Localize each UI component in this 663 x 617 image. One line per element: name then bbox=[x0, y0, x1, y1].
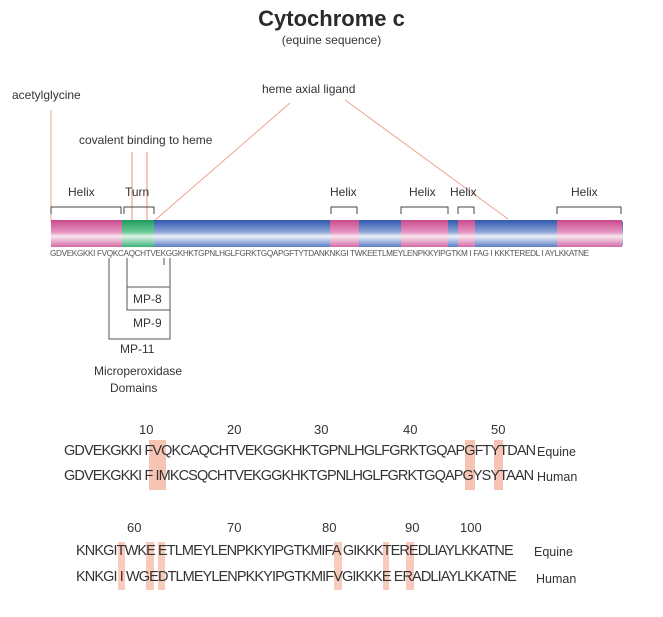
acetylglycine-label: acetylglycine bbox=[12, 88, 81, 102]
diff-highlight-A bbox=[334, 542, 342, 590]
helix-label-2: Helix bbox=[330, 185, 357, 199]
diff-highlight-VQ bbox=[149, 440, 166, 490]
bar-helix-5 bbox=[557, 220, 622, 247]
heme-ligand-leader-right bbox=[344, 99, 509, 220]
equine-sequence-row: GDVEKGKKI FVQKCAQCHTVEKGGKHKTGPNLHGLFGRK… bbox=[64, 443, 536, 459]
equine-sequence-row: KNKGITWKE ETLMEYLENPKKYIPGTKMIFA GIKKKTE… bbox=[76, 543, 514, 559]
residue-number: 20 bbox=[227, 422, 242, 437]
helix-label-3: Helix bbox=[409, 185, 436, 199]
microperoxidase-caption-line1: Microperoxidase bbox=[94, 364, 183, 378]
helix-label-1: Helix bbox=[68, 185, 95, 199]
bar-helix-4 bbox=[458, 220, 475, 247]
human-sequence-row: KNKGI I WGEDTLMEYLENPKKYIPGTKMIFVGIKKKE … bbox=[76, 569, 517, 585]
mp9-box bbox=[126, 258, 170, 311]
residue-number: 80 bbox=[322, 520, 337, 535]
residue-number: 60 bbox=[127, 520, 142, 535]
diagram-title: Cytochrome c bbox=[258, 6, 405, 31]
diff-highlight-T bbox=[118, 542, 125, 590]
residue-number: 30 bbox=[314, 422, 329, 437]
diff-highlight-T2 bbox=[383, 542, 389, 590]
residue-number: 90 bbox=[405, 520, 420, 535]
residue-number: 50 bbox=[491, 422, 506, 437]
residue-number: 10 bbox=[139, 422, 154, 437]
heme-axial-ligand-label: heme axial ligand bbox=[262, 82, 356, 96]
helix-bracket-4 bbox=[457, 206, 475, 214]
residue-number: 40 bbox=[403, 422, 418, 437]
difference-highlights-block2 bbox=[118, 542, 414, 590]
helix-bracket-3 bbox=[400, 206, 449, 214]
diff-highlight-E2 bbox=[406, 542, 414, 590]
diff-highlight-F-T bbox=[465, 440, 475, 490]
bar-turn bbox=[122, 220, 154, 247]
helix-bracket-5 bbox=[556, 206, 622, 214]
mp9-label: MP-9 bbox=[133, 316, 162, 330]
microperoxidase-caption-line2: Domains bbox=[110, 381, 158, 395]
turn-bracket bbox=[123, 206, 155, 214]
diff-highlight-D bbox=[494, 440, 503, 490]
equine-label: Equine bbox=[537, 445, 576, 459]
mp11-label: MP-11 bbox=[120, 342, 155, 356]
human-label: Human bbox=[536, 572, 577, 586]
mp8-label: MP-8 bbox=[133, 292, 162, 306]
covalent-binding-label: covalent binding to heme bbox=[79, 133, 213, 147]
bar-helix-2 bbox=[330, 220, 359, 247]
human-label: Human bbox=[537, 470, 578, 484]
microperoxidase-domains bbox=[108, 258, 171, 340]
bar-helix-1 bbox=[51, 220, 122, 247]
diagram-subtitle: (equine sequence) bbox=[281, 33, 382, 47]
diff-highlight-E bbox=[158, 542, 165, 590]
human-sequence-row: GDVEKGKKI F IMKCSQCHTVEKGGKHKTGPNLHGLFGR… bbox=[64, 468, 534, 484]
heme-ligand-leader-left bbox=[153, 102, 291, 222]
helix-label-5: Helix bbox=[571, 185, 598, 199]
residue-number: 100 bbox=[460, 520, 482, 535]
helix-bracket-2 bbox=[330, 206, 358, 214]
helix-bracket-1 bbox=[50, 206, 122, 214]
bar-helix-3 bbox=[401, 220, 448, 247]
secondary-structure-bar bbox=[51, 220, 623, 247]
turn-label: Turn bbox=[125, 185, 150, 199]
full-sequence-text: GDVEKGKKI FVQKCAQCHTVEKGGKHKTGPNLHGLFGRK… bbox=[50, 249, 589, 258]
residue-number: 70 bbox=[227, 520, 242, 535]
equine-label: Equine bbox=[534, 545, 573, 559]
helix-label-4: Helix bbox=[450, 185, 477, 199]
difference-highlights-block1 bbox=[149, 440, 503, 490]
diff-highlight-K bbox=[146, 542, 154, 590]
mp11-box bbox=[108, 258, 171, 340]
